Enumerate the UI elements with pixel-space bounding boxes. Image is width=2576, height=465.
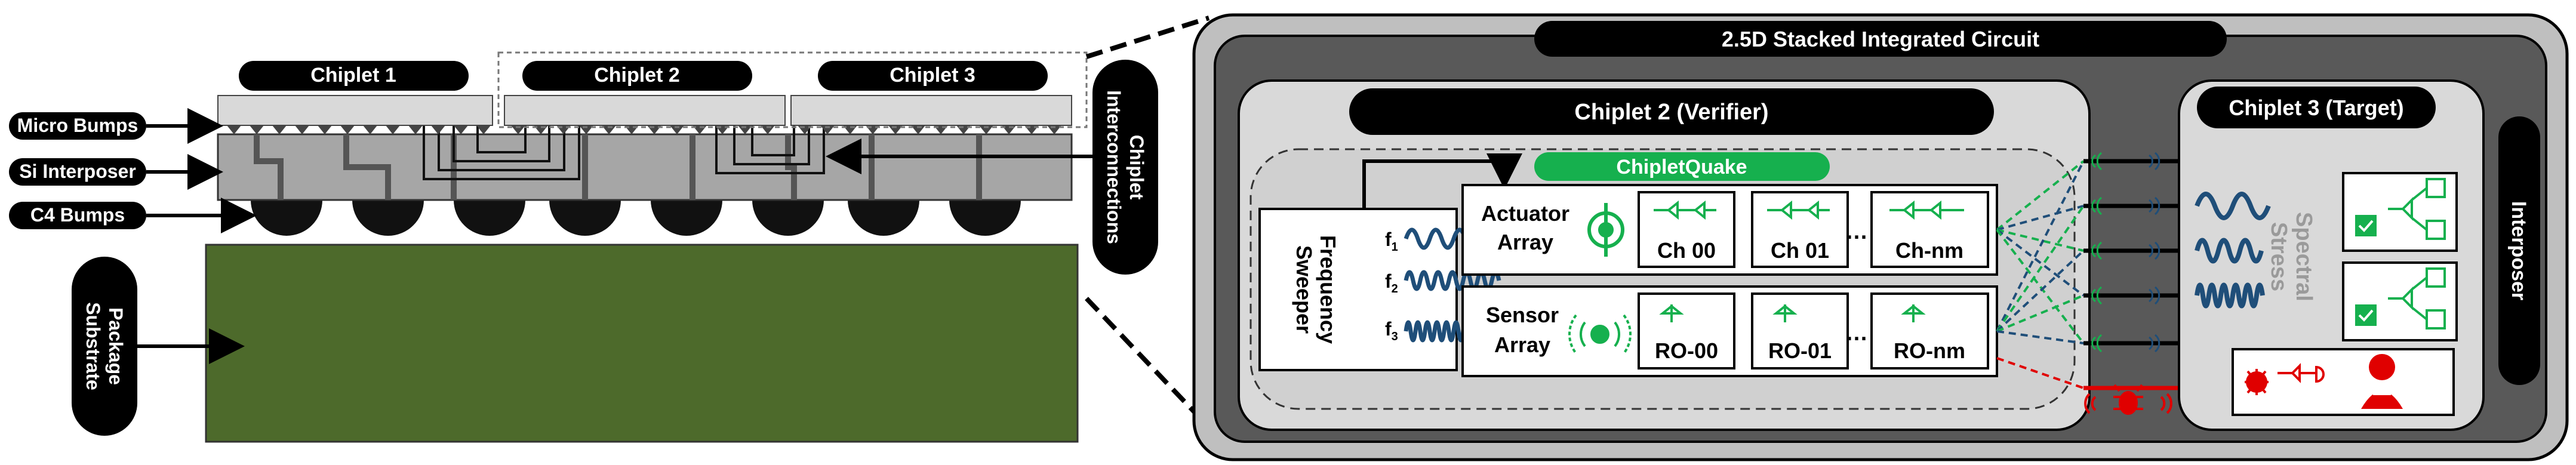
stacked-ic: 2.5D Stacked Integrated Circuit Chiplet … — [1192, 13, 2569, 461]
ro-box-1: RO-01 — [1751, 292, 1849, 369]
sensor-label-1: Sensor — [1486, 303, 1559, 327]
f1-sub: 1 — [1392, 241, 1398, 254]
tsv-lines — [254, 134, 982, 200]
die-chiplet-3 — [790, 95, 1072, 126]
logic-block-2 — [2342, 261, 2458, 341]
f3-sub: 3 — [1392, 330, 1398, 343]
si-interposer-label: Si Interposer — [19, 161, 136, 182]
package-label-1: Package — [105, 307, 127, 385]
spectral-label-2: Stress — [2266, 222, 2291, 291]
ro-label-nm: RO-nm — [1894, 338, 1965, 363]
channel-ellipsis: … — [1845, 219, 1868, 244]
micro-bumps-label: Micro Bumps — [17, 115, 139, 136]
ic-title: 2.5D Stacked Integrated Circuit — [1722, 27, 2039, 51]
ro-box-0: RO-00 — [1638, 292, 1735, 369]
chiplet-2-label: Chiplet 2 — [594, 64, 680, 87]
frequency-sweeper — [1258, 208, 1458, 371]
actuator-label-1: Actuator — [1481, 201, 1569, 226]
channel-box-nm: Ch-nm — [1870, 191, 1989, 268]
ro-box-nm: RO-nm — [1870, 292, 1989, 369]
interconnections-label-1: Chiplet — [1126, 135, 1147, 200]
chiplet-1-label: Chiplet 1 — [310, 64, 396, 87]
package-substrate — [205, 244, 1079, 443]
trojan-block — [2232, 348, 2455, 416]
spectral-label-1: Spectral — [2291, 212, 2316, 301]
bug-icon — [2084, 384, 2172, 415]
f2-label: f — [1385, 270, 1392, 292]
mesh-lines — [1996, 160, 2085, 389]
freq-label-2: Sweeper — [1292, 245, 1316, 334]
signal-arcs-blue — [2149, 152, 2160, 353]
chiplet-3-label: Chiplet 3 — [890, 64, 975, 87]
sweeper-arrow — [1362, 153, 1522, 209]
zoom-line-top — [1085, 16, 1210, 59]
actuator-label-2: Array — [1497, 230, 1553, 254]
cross-section: Chiplet 1 Chiplet 2 Chiplet 3 Micro Bump… — [9, 16, 1210, 443]
sensor-icon — [1568, 314, 1632, 355]
interposer-label: Interposer — [2507, 201, 2530, 300]
f1-label: f — [1385, 229, 1392, 250]
channel-label-0: Ch 00 — [1657, 238, 1716, 263]
target-chiplet — [2178, 79, 2485, 431]
chiplet-wires — [423, 125, 825, 180]
channel-label-1: Ch 01 — [1771, 238, 1829, 263]
sensor-label-2: Array — [1494, 332, 1550, 357]
c4-bumps-label: C4 Bumps — [30, 204, 125, 226]
package-label-2: Substrate — [82, 302, 104, 390]
channel-box-0: Ch 00 — [1638, 191, 1735, 268]
f3-label: f — [1385, 318, 1392, 340]
chipletquake-label: ChipletQuake — [1616, 156, 1747, 178]
ro-ellipsis: … — [1845, 321, 1868, 346]
ro-label-1: RO-01 — [1768, 338, 1832, 363]
die-chiplet-1 — [217, 95, 493, 126]
channel-box-1: Ch 01 — [1751, 191, 1849, 268]
freq-label-1: Frequency — [1316, 235, 1340, 344]
zoom-line-bottom — [1085, 297, 1202, 420]
interconnections-label-2: Interconnections — [1103, 90, 1125, 244]
stress-waves — [2195, 192, 2271, 309]
highlight-box — [497, 51, 1088, 128]
f2-sub: 2 — [1392, 282, 1398, 295]
svg-text:f3: f3 — [1385, 318, 1398, 343]
ro-label-0: RO-00 — [1655, 338, 1718, 363]
target-title: Chiplet 3 (Target) — [2229, 96, 2403, 120]
channel-label-nm: Ch-nm — [1895, 238, 1963, 263]
logic-block-1 — [2342, 172, 2458, 252]
signal-arcs-green — [2091, 152, 2103, 353]
die-chiplet-2 — [504, 95, 786, 126]
verifier-title: Chiplet 2 (Verifier) — [1574, 100, 1768, 125]
actuator-icon — [1587, 203, 1624, 257]
c4-bumps — [251, 200, 1021, 236]
svg-text:f1: f1 — [1385, 229, 1398, 254]
svg-text:f2: f2 — [1385, 270, 1398, 295]
